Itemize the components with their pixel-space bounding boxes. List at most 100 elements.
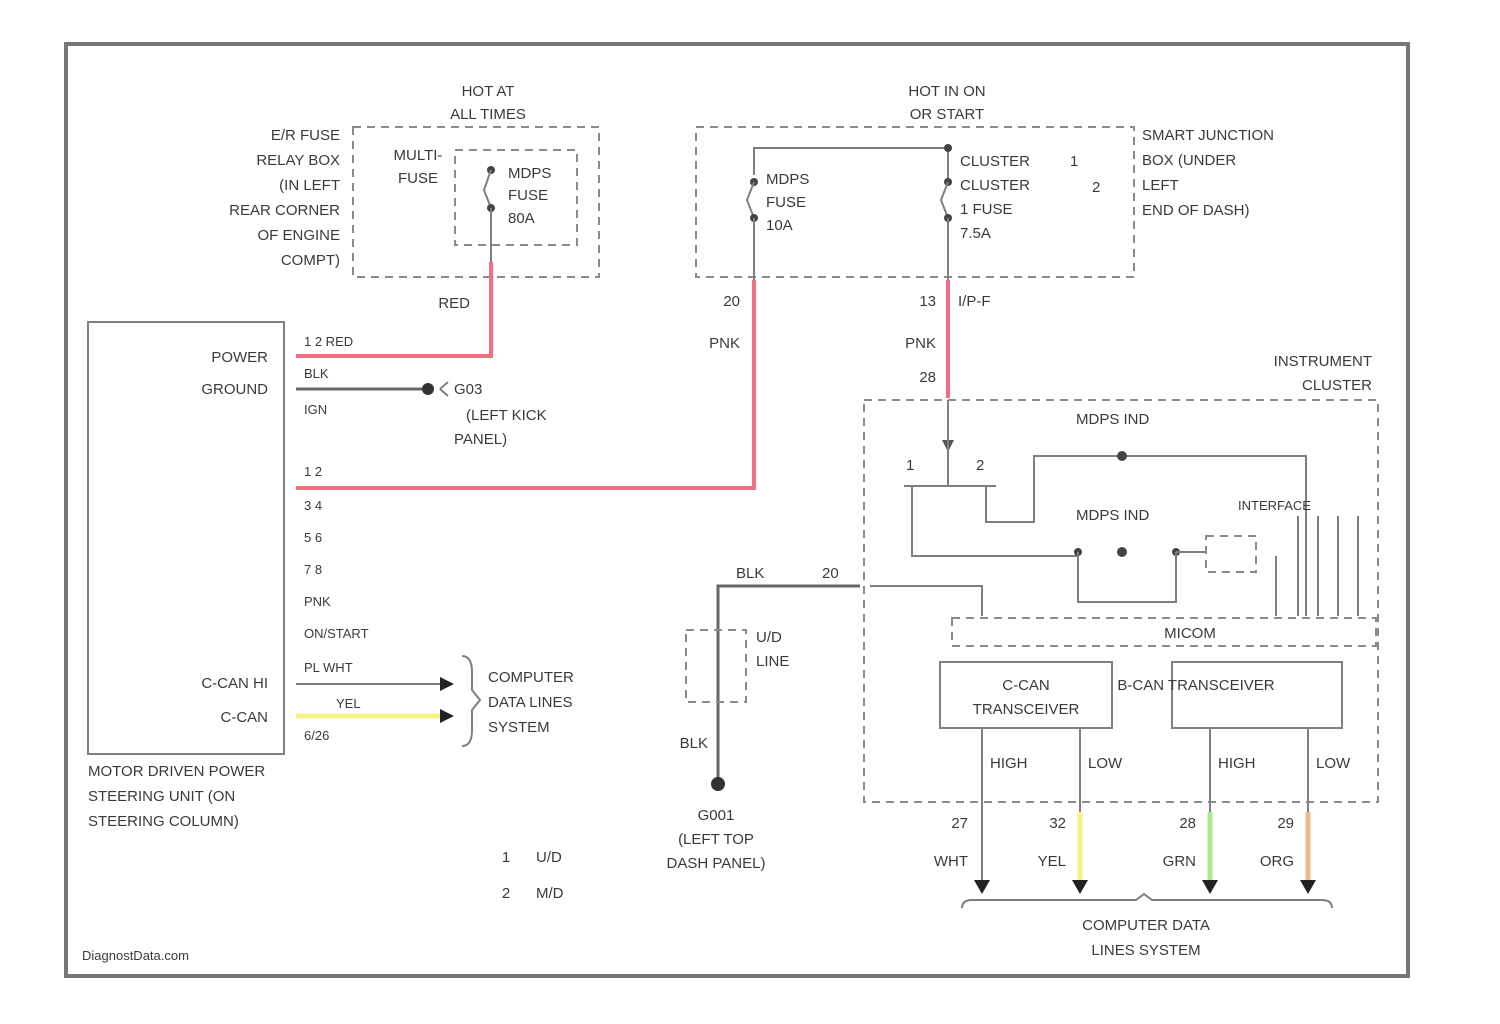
loc-line: OF ENGINE — [257, 227, 340, 244]
arrow-icon — [440, 677, 454, 691]
wire-pnk-a: PNK — [709, 335, 740, 352]
cluster-pin: 28 — [1179, 815, 1196, 832]
data-lines-left: DATA LINES — [488, 694, 572, 711]
ground-arrow — [440, 382, 448, 396]
cluster-pin: 32 — [1049, 815, 1066, 832]
fuse-b-mark: 1 — [1070, 153, 1078, 170]
loc-line: RELAY BOX — [256, 152, 340, 169]
smart-junction-box — [696, 127, 1134, 277]
trans-right-label: B-CAN TRANSCEIVER — [1117, 677, 1274, 694]
sjb-loc-line: LEFT — [1142, 177, 1179, 194]
wire-color: YEL — [1038, 853, 1066, 870]
fuse-b-label: 7.5A — [960, 225, 991, 242]
loc-line: E/R FUSE — [271, 127, 340, 144]
signal-label: LOW — [1088, 755, 1123, 772]
b-can-transceiver — [1172, 662, 1342, 728]
ground-g03-label: (LEFT KICK — [466, 407, 547, 424]
label-power: POWER — [211, 349, 268, 366]
watermark: DiagnostData.com — [82, 948, 189, 963]
wire-blk-top: BLK — [736, 565, 764, 582]
loc-line: COMPT) — [281, 252, 340, 269]
pin-label: 3 4 — [304, 498, 322, 513]
legend-key: 1 — [502, 849, 510, 866]
supply-right-title-1: HOT IN ON — [908, 83, 985, 100]
pin-label: 6/26 — [304, 728, 329, 743]
ground-g001-label: (LEFT TOP — [678, 831, 754, 848]
pin-label: 5 6 — [304, 530, 322, 545]
pin-label: 1 2 — [304, 464, 322, 479]
fuse-b-label: CLUSTER — [960, 177, 1030, 194]
fuse-b-label: 1 FUSE — [960, 201, 1013, 218]
legend-value: U/D — [536, 849, 562, 866]
wire-pnk-b: PNK — [905, 335, 936, 352]
data-lines-bottom: LINES SYSTEM — [1091, 942, 1200, 959]
label-ccan: C-CAN — [221, 709, 269, 726]
pin-label: PL WHT — [304, 660, 353, 675]
supply-left-location: E/R FUSE RELAY BOX (IN LEFT REAR CORNER … — [229, 127, 340, 269]
data-lines-bottom: COMPUTER DATA — [1082, 917, 1210, 934]
pin-28: 28 — [919, 369, 936, 386]
wire-blk-bottom: BLK — [680, 735, 708, 752]
ground-g001-symbol — [711, 777, 725, 791]
fuse-a-label: MDPS — [766, 171, 809, 188]
pin-13: 13 — [919, 293, 936, 310]
c-can-transceiver — [940, 662, 1112, 728]
cluster-name: INSTRUMENT — [1274, 353, 1372, 370]
indicator-led — [1117, 547, 1127, 557]
steering-unit-name: STEERING UNIT (ON — [88, 788, 235, 805]
interface-label: INTERFACE — [1238, 498, 1311, 513]
trans-left-label: TRANSCEIVER — [973, 701, 1080, 718]
pink-ign-wire — [296, 280, 754, 488]
interface-lines — [1276, 516, 1358, 616]
wire-color: GRN — [1163, 853, 1196, 870]
multi-fuse-label-2: FUSE — [398, 170, 438, 187]
signal-label: LOW — [1316, 755, 1351, 772]
smart-junction-location: SMART JUNCTION BOX (UNDER LEFT END OF DA… — [1142, 127, 1274, 219]
pin-label: 1 2 RED — [304, 334, 353, 349]
fuse-a-label: FUSE — [766, 194, 806, 211]
fuse-symbol — [747, 182, 754, 218]
variant-box — [686, 630, 746, 702]
pin-20-ground: 20 — [822, 565, 839, 582]
legend-key: 2 — [502, 885, 510, 902]
mdps-ind-1: MDPS IND — [1076, 411, 1150, 428]
arrow-icon — [1300, 880, 1316, 894]
pin-label: BLK — [304, 366, 329, 381]
indicator-wiring — [1078, 552, 1206, 602]
variant-label: LINE — [756, 653, 789, 670]
ground-g001-label: DASH PANEL) — [667, 855, 766, 872]
fuse-b-label: CLUSTER — [960, 153, 1030, 170]
signal-label: HIGH — [1218, 755, 1256, 772]
signal-label: HIGH — [990, 755, 1028, 772]
wire-color: ORG — [1260, 853, 1294, 870]
pin-label: 7 8 — [304, 562, 322, 577]
switch-mark: 2 — [976, 457, 984, 474]
micom-label: MICOM — [1164, 625, 1216, 642]
fuse-b-mark: 2 — [1092, 179, 1100, 196]
arrow-icon — [1202, 880, 1218, 894]
multi-fuse-label-1: MULTI- — [394, 147, 443, 164]
arrow-icon — [974, 880, 990, 894]
pin-label: ON/START — [304, 626, 369, 641]
supply-right-title-2: OR START — [910, 106, 984, 123]
legend-value: M/D — [536, 885, 564, 902]
indicator-led — [1117, 451, 1127, 461]
data-lines-left: COMPUTER — [488, 669, 574, 686]
fuse-a-label: 10A — [766, 217, 793, 234]
wire-color: WHT — [934, 853, 968, 870]
fuse-symbol — [941, 182, 948, 218]
data-lines-left: SYSTEM — [488, 719, 550, 736]
pin-label: IGN — [304, 402, 327, 417]
left-fuse-label: 80A — [508, 210, 535, 227]
indicator-driver — [1206, 536, 1256, 572]
left-supply-wire-color: RED — [438, 295, 470, 312]
cluster-name: CLUSTER — [1302, 377, 1372, 394]
mdps-ind-2: MDPS IND — [1076, 507, 1150, 524]
variant-label: U/D — [756, 629, 782, 646]
cluster-ground — [870, 586, 982, 616]
switch-mark: 1 — [906, 457, 914, 474]
brace-icon — [962, 894, 1332, 908]
trans-left-label: C-CAN — [1002, 677, 1050, 694]
indicator-wiring — [912, 456, 1306, 616]
